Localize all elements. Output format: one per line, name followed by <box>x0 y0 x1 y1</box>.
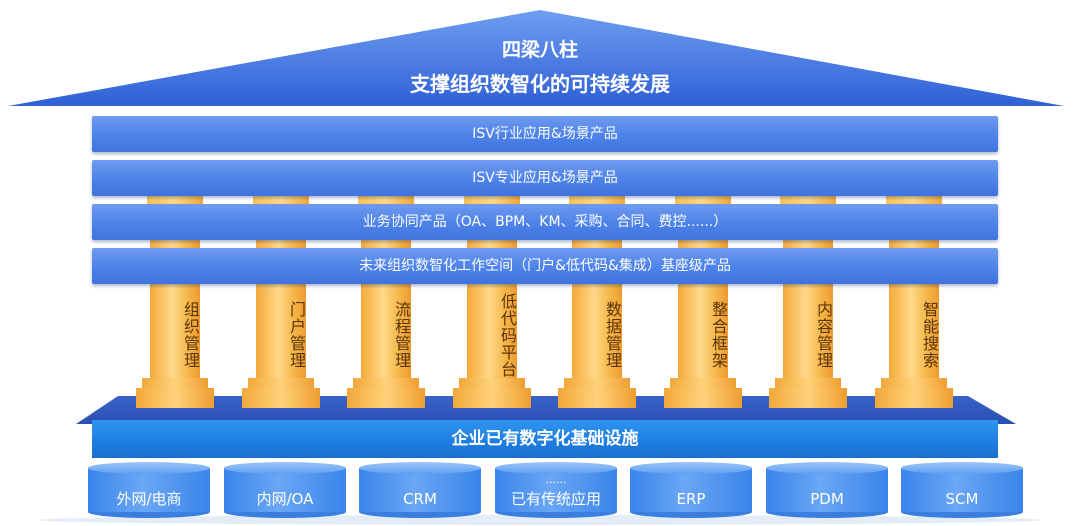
pillar-base <box>558 388 636 408</box>
cylinder-top <box>495 462 617 474</box>
beam-isv-industry: ISV行业应用&场景产品 <box>92 116 998 152</box>
pillar-label: 门户管理 <box>287 301 306 369</box>
pillar-label: 内容管理 <box>814 301 833 369</box>
pillar-base <box>347 388 425 408</box>
system-label: 内网/OA <box>256 490 314 508</box>
system-label: 外网/电商 <box>116 490 182 508</box>
system-cylinder: 已有传统应用...... <box>495 462 617 518</box>
pillar-base <box>769 388 847 408</box>
system-cylinder: SCM <box>901 462 1023 518</box>
system-label: PDM <box>810 490 844 508</box>
system-label: 已有传统应用 <box>510 490 601 508</box>
pillar-label: 低代码平台 <box>498 292 517 378</box>
cylinder-top <box>88 462 210 474</box>
pillar-base-step <box>248 378 314 388</box>
beam-business-collaboration: 业务协同产品（OA、BPM、KM、采购、合同、费控......） <box>92 204 998 240</box>
pillar-capital <box>569 196 625 206</box>
system-cylinder: 外网/电商 <box>88 462 210 518</box>
system-cylinder: PDM <box>766 462 888 518</box>
cylinder-top <box>359 462 481 474</box>
system-cylinder: ERP <box>630 462 752 518</box>
pillar-base <box>664 388 742 408</box>
pillar-base <box>453 388 531 408</box>
roof <box>8 10 1064 106</box>
system-ellipsis: ...... <box>545 473 567 486</box>
cylinder-body <box>766 468 888 512</box>
pillar-label: 组织管理 <box>181 301 200 369</box>
pillar-base <box>136 388 214 408</box>
pillar-capital <box>886 196 942 206</box>
cylinder-body <box>630 468 752 512</box>
pillar-capital <box>675 196 731 206</box>
cylinder-body <box>359 468 481 512</box>
system-label: ERP <box>676 490 706 508</box>
pillar-base <box>242 388 320 408</box>
system-label: CRM <box>403 490 437 508</box>
pillar-base-step <box>142 378 208 388</box>
cylinder-body <box>224 468 346 512</box>
system-cylinder: CRM <box>359 462 481 518</box>
pillar-base-step <box>670 378 736 388</box>
pillar-base-step <box>775 378 841 388</box>
infrastructure-band: 企业已有数字化基础设施 <box>92 420 998 458</box>
pillar-capital <box>358 196 414 206</box>
cylinder-top <box>630 462 752 474</box>
roof-title: 四梁八柱 <box>501 39 578 61</box>
pillar: 组织管理 <box>136 196 214 410</box>
beam-future-workspace: 未来组织数智化工作空间（门户&低代码&集成）基座级产品 <box>92 248 998 284</box>
pillar-base-step <box>881 378 947 388</box>
pillar-base-step <box>459 378 525 388</box>
pillar-capital <box>147 196 203 206</box>
cylinder-body <box>901 468 1023 512</box>
pillar-capital <box>780 196 836 206</box>
pillar-label: 流程管理 <box>392 301 411 369</box>
pillar-base <box>875 388 953 408</box>
cylinder-top <box>901 462 1023 474</box>
beam-isv-professional: ISV专业应用&场景产品 <box>92 160 998 196</box>
pillar-label: 整合框架 <box>709 301 728 369</box>
pillar-capital <box>464 196 520 206</box>
cylinder-body <box>88 468 210 512</box>
roof-subtitle: 支撑组织数智化的可持续发展 <box>410 72 670 96</box>
cylinder-top <box>224 462 346 474</box>
pillar-base-step <box>353 378 419 388</box>
cylinder-body <box>495 468 617 512</box>
system-cylinder: 内网/OA <box>224 462 346 518</box>
pillar-label: 智能搜索 <box>920 301 939 369</box>
system-label: SCM <box>945 490 979 508</box>
pillar-capital <box>253 196 309 206</box>
pillar-label: 数据管理 <box>603 301 622 369</box>
pillar-base-step <box>564 378 630 388</box>
cylinder-top <box>766 462 888 474</box>
